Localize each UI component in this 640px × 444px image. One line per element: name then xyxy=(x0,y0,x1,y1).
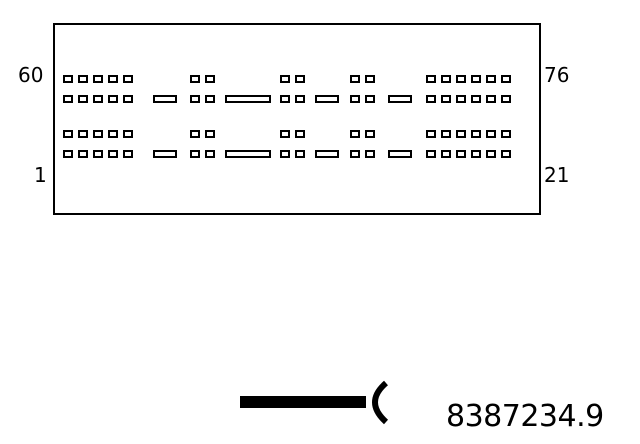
pin-slot xyxy=(486,95,496,103)
pin-slot xyxy=(456,150,466,158)
pin-slot xyxy=(426,130,436,138)
pin-slot-wide xyxy=(315,150,339,158)
pin-slot xyxy=(486,75,496,83)
pin-slot-wide xyxy=(315,95,339,103)
pin-slot xyxy=(441,130,451,138)
pin-label-bottom-right: 21 xyxy=(544,163,569,187)
pin-slot xyxy=(365,130,375,138)
pin-slot xyxy=(108,130,118,138)
pin-slot xyxy=(426,150,436,158)
pin-slot xyxy=(486,130,496,138)
pin-slot xyxy=(471,150,481,158)
pin-label-top-left: 60 xyxy=(18,63,43,87)
pin-slot xyxy=(295,130,305,138)
pin-slot-wide xyxy=(225,150,271,158)
pin-slot xyxy=(486,150,496,158)
pin-slot xyxy=(501,95,511,103)
pin-slot xyxy=(441,150,451,158)
pin-slot xyxy=(123,130,133,138)
pin-slot xyxy=(350,95,360,103)
pin-slot xyxy=(295,95,305,103)
connector-housing xyxy=(53,23,541,215)
pin-slot xyxy=(350,150,360,158)
pin-slot xyxy=(456,75,466,83)
pin-slot xyxy=(295,150,305,158)
pin-slot xyxy=(93,75,103,83)
pin-slot xyxy=(280,150,290,158)
pin-slot xyxy=(365,75,375,83)
pin-slot xyxy=(63,95,73,103)
pin-slot xyxy=(93,130,103,138)
pin-slot xyxy=(471,130,481,138)
socket-arc xyxy=(372,380,389,425)
pin-slot xyxy=(78,130,88,138)
pin-slot xyxy=(63,130,73,138)
pin-slot xyxy=(93,150,103,158)
pin-label-top-right: 76 xyxy=(544,63,569,87)
wire-bar xyxy=(240,396,366,408)
pin-slot xyxy=(93,95,103,103)
pin-slot xyxy=(205,130,215,138)
pin-slot xyxy=(280,75,290,83)
pin-slot xyxy=(190,75,200,83)
pin-slot xyxy=(280,130,290,138)
pin-slot xyxy=(78,95,88,103)
pin-slot xyxy=(63,150,73,158)
pin-slot xyxy=(456,130,466,138)
pin-slot-wide xyxy=(153,150,177,158)
pin-slot xyxy=(426,75,436,83)
pin-slot xyxy=(108,95,118,103)
pin-slot xyxy=(190,95,200,103)
connector-symbol-icon xyxy=(240,380,389,425)
pin-slot xyxy=(350,130,360,138)
pin-slot xyxy=(471,95,481,103)
pin-slot xyxy=(123,75,133,83)
pin-label-bottom-left: 1 xyxy=(34,163,47,187)
pin-slot-wide xyxy=(388,95,412,103)
pin-slot xyxy=(426,95,436,103)
pin-slot xyxy=(501,130,511,138)
pin-slot xyxy=(471,75,481,83)
pin-slot xyxy=(501,75,511,83)
pin-slot xyxy=(205,75,215,83)
pin-slot xyxy=(441,75,451,83)
pin-slot xyxy=(190,130,200,138)
pin-slot xyxy=(63,75,73,83)
pin-slot xyxy=(295,75,305,83)
pin-slot xyxy=(108,75,118,83)
pin-slot xyxy=(190,150,200,158)
pin-slot xyxy=(108,150,118,158)
pin-slot xyxy=(280,95,290,103)
pin-slot xyxy=(78,150,88,158)
pin-slot xyxy=(205,95,215,103)
pin-slot xyxy=(365,95,375,103)
pin-slot xyxy=(123,95,133,103)
pin-slot xyxy=(123,150,133,158)
reference-code: 8387234.9 xyxy=(446,399,604,434)
pin-slot-wide xyxy=(225,95,271,103)
pin-slot xyxy=(365,150,375,158)
pin-array xyxy=(63,75,511,158)
pin-slot xyxy=(350,75,360,83)
pin-slot xyxy=(501,150,511,158)
pin-slot-wide xyxy=(153,95,177,103)
pin-slot xyxy=(456,95,466,103)
pin-slot xyxy=(441,95,451,103)
pin-slot xyxy=(205,150,215,158)
pin-slot-wide xyxy=(388,150,412,158)
pin-slot xyxy=(78,75,88,83)
